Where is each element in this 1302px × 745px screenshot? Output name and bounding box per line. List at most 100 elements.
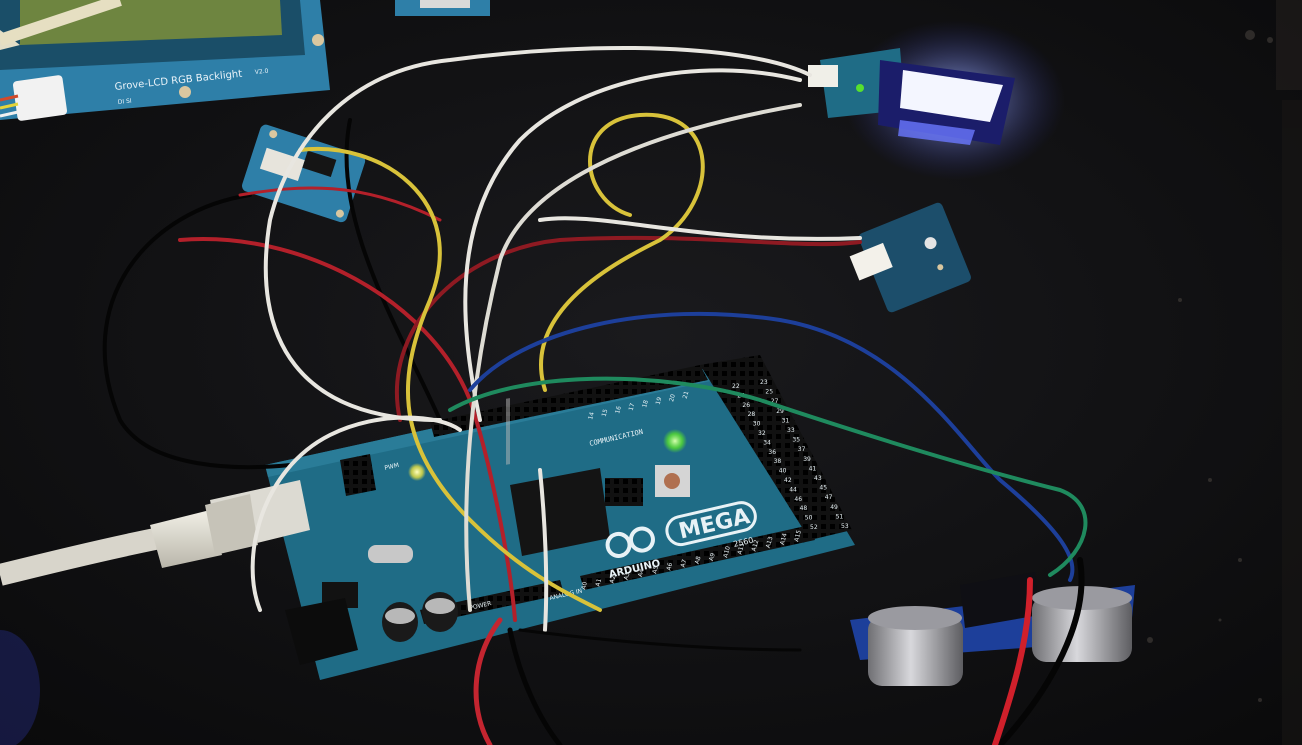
pin-number: 27 — [771, 398, 779, 405]
pin-number: 14 — [587, 411, 596, 420]
pin-number: 17 — [628, 402, 637, 411]
lcd-version: V2.0 — [254, 68, 268, 76]
pin-number: A10 — [722, 545, 732, 558]
pin-number: 22 — [732, 383, 740, 390]
pin-number: 25 — [765, 389, 773, 396]
pin-number: 53 — [841, 523, 849, 530]
pin-number: A2 — [609, 574, 618, 584]
pin-number: 18 — [641, 399, 650, 408]
ultrasonic-sensor — [850, 572, 1135, 686]
pin-number: 31 — [782, 417, 790, 424]
pin-number: 42 — [784, 477, 792, 484]
pin-number: 47 — [825, 494, 833, 501]
pin-number: A8 — [694, 555, 703, 565]
pin-number: A12 — [751, 539, 761, 552]
pin-number: A7 — [680, 558, 689, 568]
pin-number: 38 — [774, 458, 782, 465]
tx-led — [408, 463, 426, 481]
pin-number: 40 — [779, 468, 787, 475]
wire-red — [178, 237, 517, 622]
pin-number: 50 — [805, 515, 813, 522]
wire-white — [250, 415, 462, 612]
wire-red — [473, 617, 503, 745]
pin-number: 51 — [836, 513, 844, 520]
wire-red — [238, 186, 442, 222]
pin-number: 19 — [655, 396, 664, 405]
pin-number: 34 — [763, 439, 771, 446]
wire-white — [538, 468, 549, 632]
pin-number: 45 — [819, 485, 827, 492]
ambient-glow — [0, 630, 40, 745]
table-scuffs — [1147, 0, 1302, 745]
pwm-label: PWM — [384, 462, 400, 472]
wire-white — [464, 103, 802, 612]
pin-number: A15 — [793, 529, 803, 542]
jumper-wires — [102, 46, 1088, 745]
pin-number: A14 — [779, 532, 789, 545]
pin-number: 44 — [789, 486, 797, 493]
wire-red — [992, 577, 1033, 745]
crystal-oscillator — [368, 545, 413, 563]
arduino-mega-board: ARDUINO MEGA 2560 COMMUNICATION ANALOG I… — [210, 355, 855, 680]
pin-number: 41 — [809, 465, 817, 472]
wire-white — [463, 68, 802, 422]
wire-yellow — [539, 112, 705, 392]
pin-number: A5 — [651, 565, 660, 575]
pin-number: 32 — [758, 430, 766, 437]
power-label: POWER — [469, 600, 492, 612]
arduino-model-number: 2560 — [732, 536, 754, 549]
wire-blue — [468, 311, 1075, 582]
pin-number: 33 — [787, 427, 795, 434]
pin-number: 26 — [742, 402, 750, 409]
dc-power-jack — [285, 598, 358, 665]
pin-number: A3 — [623, 571, 632, 581]
usb-cable — [0, 494, 258, 586]
pin-number: 30 — [753, 421, 761, 428]
ultrasonic-transducer-left — [868, 616, 963, 686]
wire-green — [448, 376, 1088, 577]
pin-number: 21 — [682, 390, 691, 399]
pin-number: 46 — [794, 496, 802, 503]
pin-number: A13 — [765, 536, 775, 549]
pin-number: 36 — [768, 449, 776, 456]
pin-number: A6 — [665, 562, 674, 572]
pin-number: A4 — [637, 568, 646, 578]
pin-number: 15 — [601, 408, 610, 417]
wire-black — [518, 628, 802, 652]
pin-number: 20 — [668, 393, 677, 402]
right-sensor-module — [849, 202, 971, 313]
lcd-module: Grove-LCD RGB Backlight V2.0 DI SI — [0, 0, 330, 121]
comm-pin-labels: 14 15 16 17 18 19 20 21 — [587, 390, 690, 420]
wire-yellow — [298, 146, 602, 612]
microcontroller-chip — [510, 468, 610, 556]
pin-number: 48 — [800, 505, 808, 512]
pin-number: 49 — [830, 504, 838, 511]
pin-number: A11 — [736, 542, 746, 555]
pin-number: 29 — [776, 408, 784, 415]
pin-number: 39 — [803, 456, 811, 463]
pin-number: 52 — [810, 524, 818, 531]
top-small-module — [395, 0, 490, 16]
wire-white — [538, 216, 862, 241]
pin-number: A0 — [580, 581, 589, 591]
pin-number: 43 — [814, 475, 822, 482]
pin-number: 37 — [798, 446, 806, 453]
wire-black — [997, 557, 1085, 745]
power-led — [663, 429, 687, 453]
fingerprint-sensor — [808, 20, 1065, 180]
wire-black — [102, 193, 292, 470]
lcd-pins: DI SI — [117, 98, 132, 106]
wire-white — [263, 46, 812, 422]
wire-red — [394, 235, 862, 422]
pin-number: 23 — [760, 379, 768, 386]
wire-black — [507, 627, 563, 745]
wire-black — [344, 118, 442, 422]
pin-number: A1 — [594, 578, 603, 588]
pin-number: 28 — [748, 411, 756, 418]
ultrasonic-transducer-right — [1032, 596, 1132, 662]
pin-number: 16 — [614, 405, 623, 414]
